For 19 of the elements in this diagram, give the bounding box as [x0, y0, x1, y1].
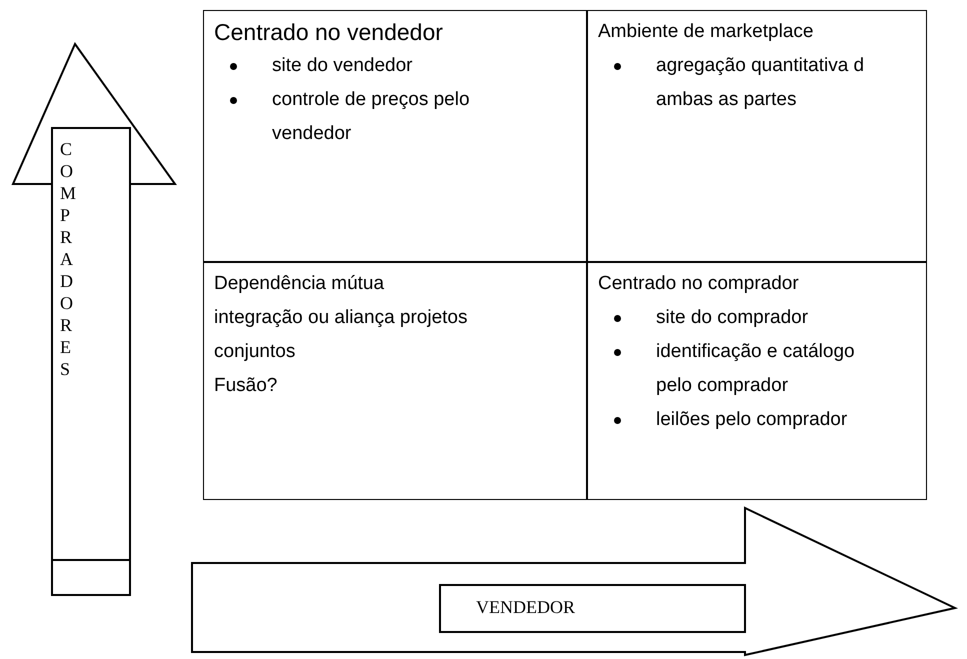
matrix-cell [203, 262, 587, 500]
bullet-item: leilões pelo comprador [656, 409, 848, 430]
cell-heading: Dependência mútua [214, 272, 386, 296]
cell-text: Fusão? [214, 374, 278, 398]
block-arrow [12, 44, 176, 596]
matrix-cell [587, 262, 927, 500]
cell-heading: Ambiente de marketplace [598, 20, 814, 44]
cell-heading: Centrado no vendedor [214, 18, 444, 47]
bullet-item: site do comprador [656, 307, 808, 328]
matrix-cell [203, 10, 587, 262]
cell-heading: Centrado no comprador [598, 272, 800, 296]
matrix-cell [587, 10, 927, 262]
bullet-item: controle de preços pelo vendedor [272, 89, 470, 144]
axis-label: COMPRADORES [60, 138, 74, 380]
cell-text: integração ou aliança projetos conjuntos [214, 306, 469, 364]
bullet-item: site do vendedor [272, 55, 412, 76]
bullet-item: agregação quantitativa d ambas as partes [656, 55, 864, 110]
block-arrow [191, 507, 957, 657]
axis-label: VENDEDOR [476, 597, 575, 618]
